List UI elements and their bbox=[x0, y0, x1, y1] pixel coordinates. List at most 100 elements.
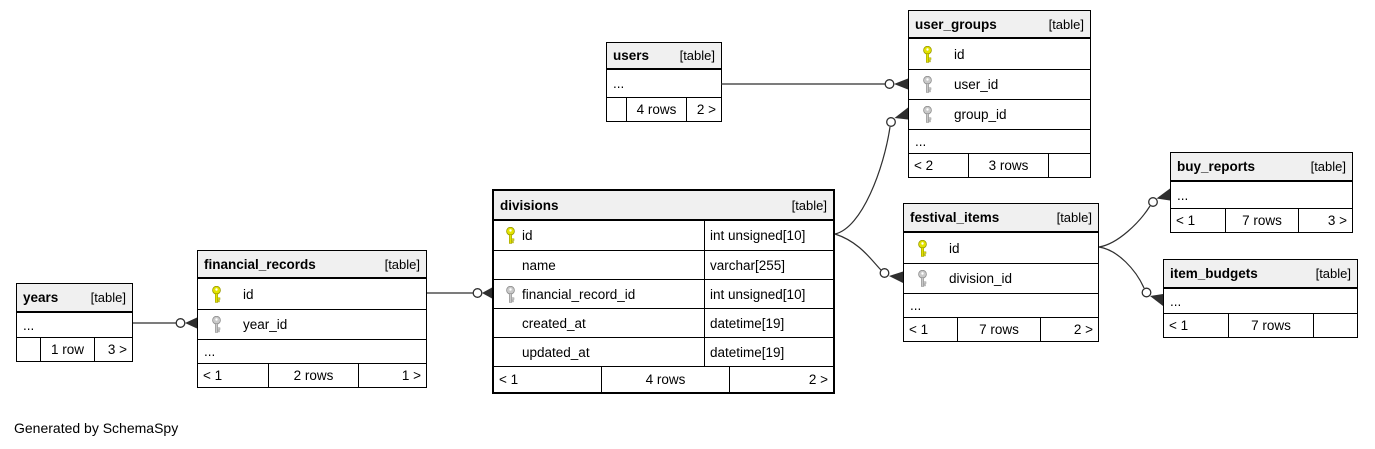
footer-left: < 2 bbox=[909, 154, 969, 177]
footer-rowcount: 4 rows bbox=[602, 367, 730, 392]
generated-by-caption: Generated by SchemaSpy bbox=[14, 420, 179, 436]
footer-right: 2 > bbox=[808, 372, 828, 387]
column-type: int unsigned[10] bbox=[704, 280, 833, 308]
footer-left: < 1 bbox=[1164, 314, 1229, 337]
column-row: created_at datetime[19] bbox=[494, 308, 833, 337]
column-name: id bbox=[949, 240, 960, 256]
table-financial-records[interactable]: financial_records [table] id year_id ...… bbox=[197, 250, 427, 388]
footer-right bbox=[1314, 314, 1357, 337]
foreign-key-icon bbox=[918, 270, 927, 287]
column-type: datetime[19] bbox=[704, 309, 833, 337]
table-festival-items[interactable]: festival_items [table] id division_id ..… bbox=[903, 203, 1099, 342]
table-item-budgets[interactable]: item_budgets [table] ... < 1 7 rows bbox=[1163, 259, 1358, 338]
relation-years-financial-records bbox=[133, 317, 197, 329]
table-header: item_budgets [table] bbox=[1164, 260, 1357, 289]
ellipsis-row: ... bbox=[909, 129, 1090, 153]
foreign-key-icon bbox=[923, 76, 932, 93]
foreign-key-icon bbox=[923, 106, 932, 123]
table-footer: < 1 4 rows 2 > bbox=[494, 366, 833, 392]
table-name: divisions bbox=[500, 197, 559, 213]
column-type: int unsigned[10] bbox=[704, 221, 833, 250]
column-name: user_id bbox=[954, 77, 999, 92]
table-footer: 1 row 3 > bbox=[17, 337, 132, 361]
ellipsis-row: ... bbox=[1170, 293, 1182, 309]
footer-left: < 1 bbox=[494, 367, 602, 392]
table-footer: < 1 7 rows 3 > bbox=[1171, 208, 1352, 232]
table-header: user_groups [table] bbox=[909, 11, 1090, 39]
column-row: id int unsigned[10] bbox=[494, 221, 833, 250]
footer-right: 1 > bbox=[401, 368, 421, 383]
footer-left: < 1 bbox=[198, 364, 269, 387]
primary-key-icon bbox=[212, 285, 221, 303]
column-name: name bbox=[522, 257, 556, 273]
column-type: varchar[255] bbox=[704, 251, 833, 279]
footer-right: 3 > bbox=[107, 342, 127, 357]
relation-festival-items-buy-reports bbox=[1098, 188, 1170, 248]
column-row: id bbox=[909, 39, 1090, 69]
footer-rowcount: 2 rows bbox=[269, 364, 359, 387]
table-name: user_groups bbox=[915, 16, 997, 32]
footer-left: < 1 bbox=[1171, 209, 1226, 232]
table-name: users bbox=[613, 48, 650, 63]
table-users[interactable]: users [table] ... 4 rows 2 > bbox=[606, 42, 722, 122]
table-tag: [table] bbox=[1310, 159, 1346, 174]
ellipsis-row: ... bbox=[904, 293, 1098, 317]
primary-key-icon bbox=[918, 239, 927, 257]
table-divisions[interactable]: divisions [table] id int unsigned[10] na… bbox=[492, 189, 835, 394]
table-footer: < 1 7 rows bbox=[1164, 313, 1357, 337]
column-name: updated_at bbox=[522, 344, 590, 360]
table-name: item_budgets bbox=[1170, 266, 1258, 281]
table-name: financial_records bbox=[204, 256, 316, 272]
column-name: created_at bbox=[522, 315, 586, 331]
column-name: group_id bbox=[954, 107, 1007, 122]
table-years[interactable]: years [table] ... 1 row 3 > bbox=[16, 283, 133, 362]
primary-key-icon bbox=[506, 227, 515, 244]
table-buy-reports[interactable]: buy_reports [table] ... < 1 7 rows 3 > bbox=[1170, 152, 1353, 233]
relation-divisions-festival-items bbox=[834, 233, 903, 283]
footer-left: < 1 bbox=[904, 318, 958, 341]
column-row: id bbox=[198, 279, 426, 309]
table-tag: [table] bbox=[791, 197, 827, 213]
column-row: updated_at datetime[19] bbox=[494, 337, 833, 366]
foreign-key-icon bbox=[506, 285, 515, 303]
footer-right: 2 > bbox=[696, 102, 716, 117]
table-tag: [table] bbox=[679, 48, 715, 63]
footer-rowcount: 7 rows bbox=[1229, 314, 1314, 337]
ellipsis-row: ... bbox=[23, 317, 35, 333]
column-name: division_id bbox=[949, 271, 1013, 286]
relation-festival-items-item-budgets bbox=[1098, 246, 1163, 306]
table-header: years [table] bbox=[17, 284, 132, 313]
table-tag: [table] bbox=[1315, 266, 1351, 281]
table-footer: 4 rows 2 > bbox=[607, 97, 721, 121]
table-tag: [table] bbox=[1048, 16, 1084, 32]
column-name: id bbox=[243, 286, 254, 302]
ellipsis-row: ... bbox=[613, 76, 625, 91]
relation-users-user-groups bbox=[721, 78, 908, 90]
table-header: divisions [table] bbox=[494, 191, 833, 221]
table-user-groups[interactable]: user_groups [table] id user_id group_id … bbox=[908, 10, 1091, 178]
table-tag: [table] bbox=[1056, 210, 1092, 225]
table-name: buy_reports bbox=[1177, 159, 1256, 174]
footer-left bbox=[607, 98, 627, 121]
footer-rowcount: 7 rows bbox=[958, 318, 1041, 341]
footer-right bbox=[1049, 154, 1090, 177]
relation-financial-records-divisions bbox=[427, 287, 492, 299]
ellipsis-row: ... bbox=[1177, 187, 1189, 203]
footer-rowcount: 1 row bbox=[41, 338, 95, 361]
column-row: name varchar[255] bbox=[494, 250, 833, 279]
column-name: id bbox=[954, 46, 965, 62]
table-header: buy_reports [table] bbox=[1171, 153, 1352, 182]
table-tag: [table] bbox=[384, 256, 420, 272]
footer-rowcount: 4 rows bbox=[627, 98, 687, 121]
table-header: festival_items [table] bbox=[904, 204, 1098, 233]
column-row: financial_record_id int unsigned[10] bbox=[494, 279, 833, 308]
column-name: year_id bbox=[243, 317, 288, 332]
column-row: division_id bbox=[904, 263, 1098, 293]
column-row: user_id bbox=[909, 69, 1090, 99]
foreign-key-icon bbox=[212, 316, 221, 333]
column-row: group_id bbox=[909, 99, 1090, 129]
column-type: datetime[19] bbox=[704, 338, 833, 366]
primary-key-icon bbox=[923, 45, 932, 63]
table-header: financial_records [table] bbox=[198, 251, 426, 279]
